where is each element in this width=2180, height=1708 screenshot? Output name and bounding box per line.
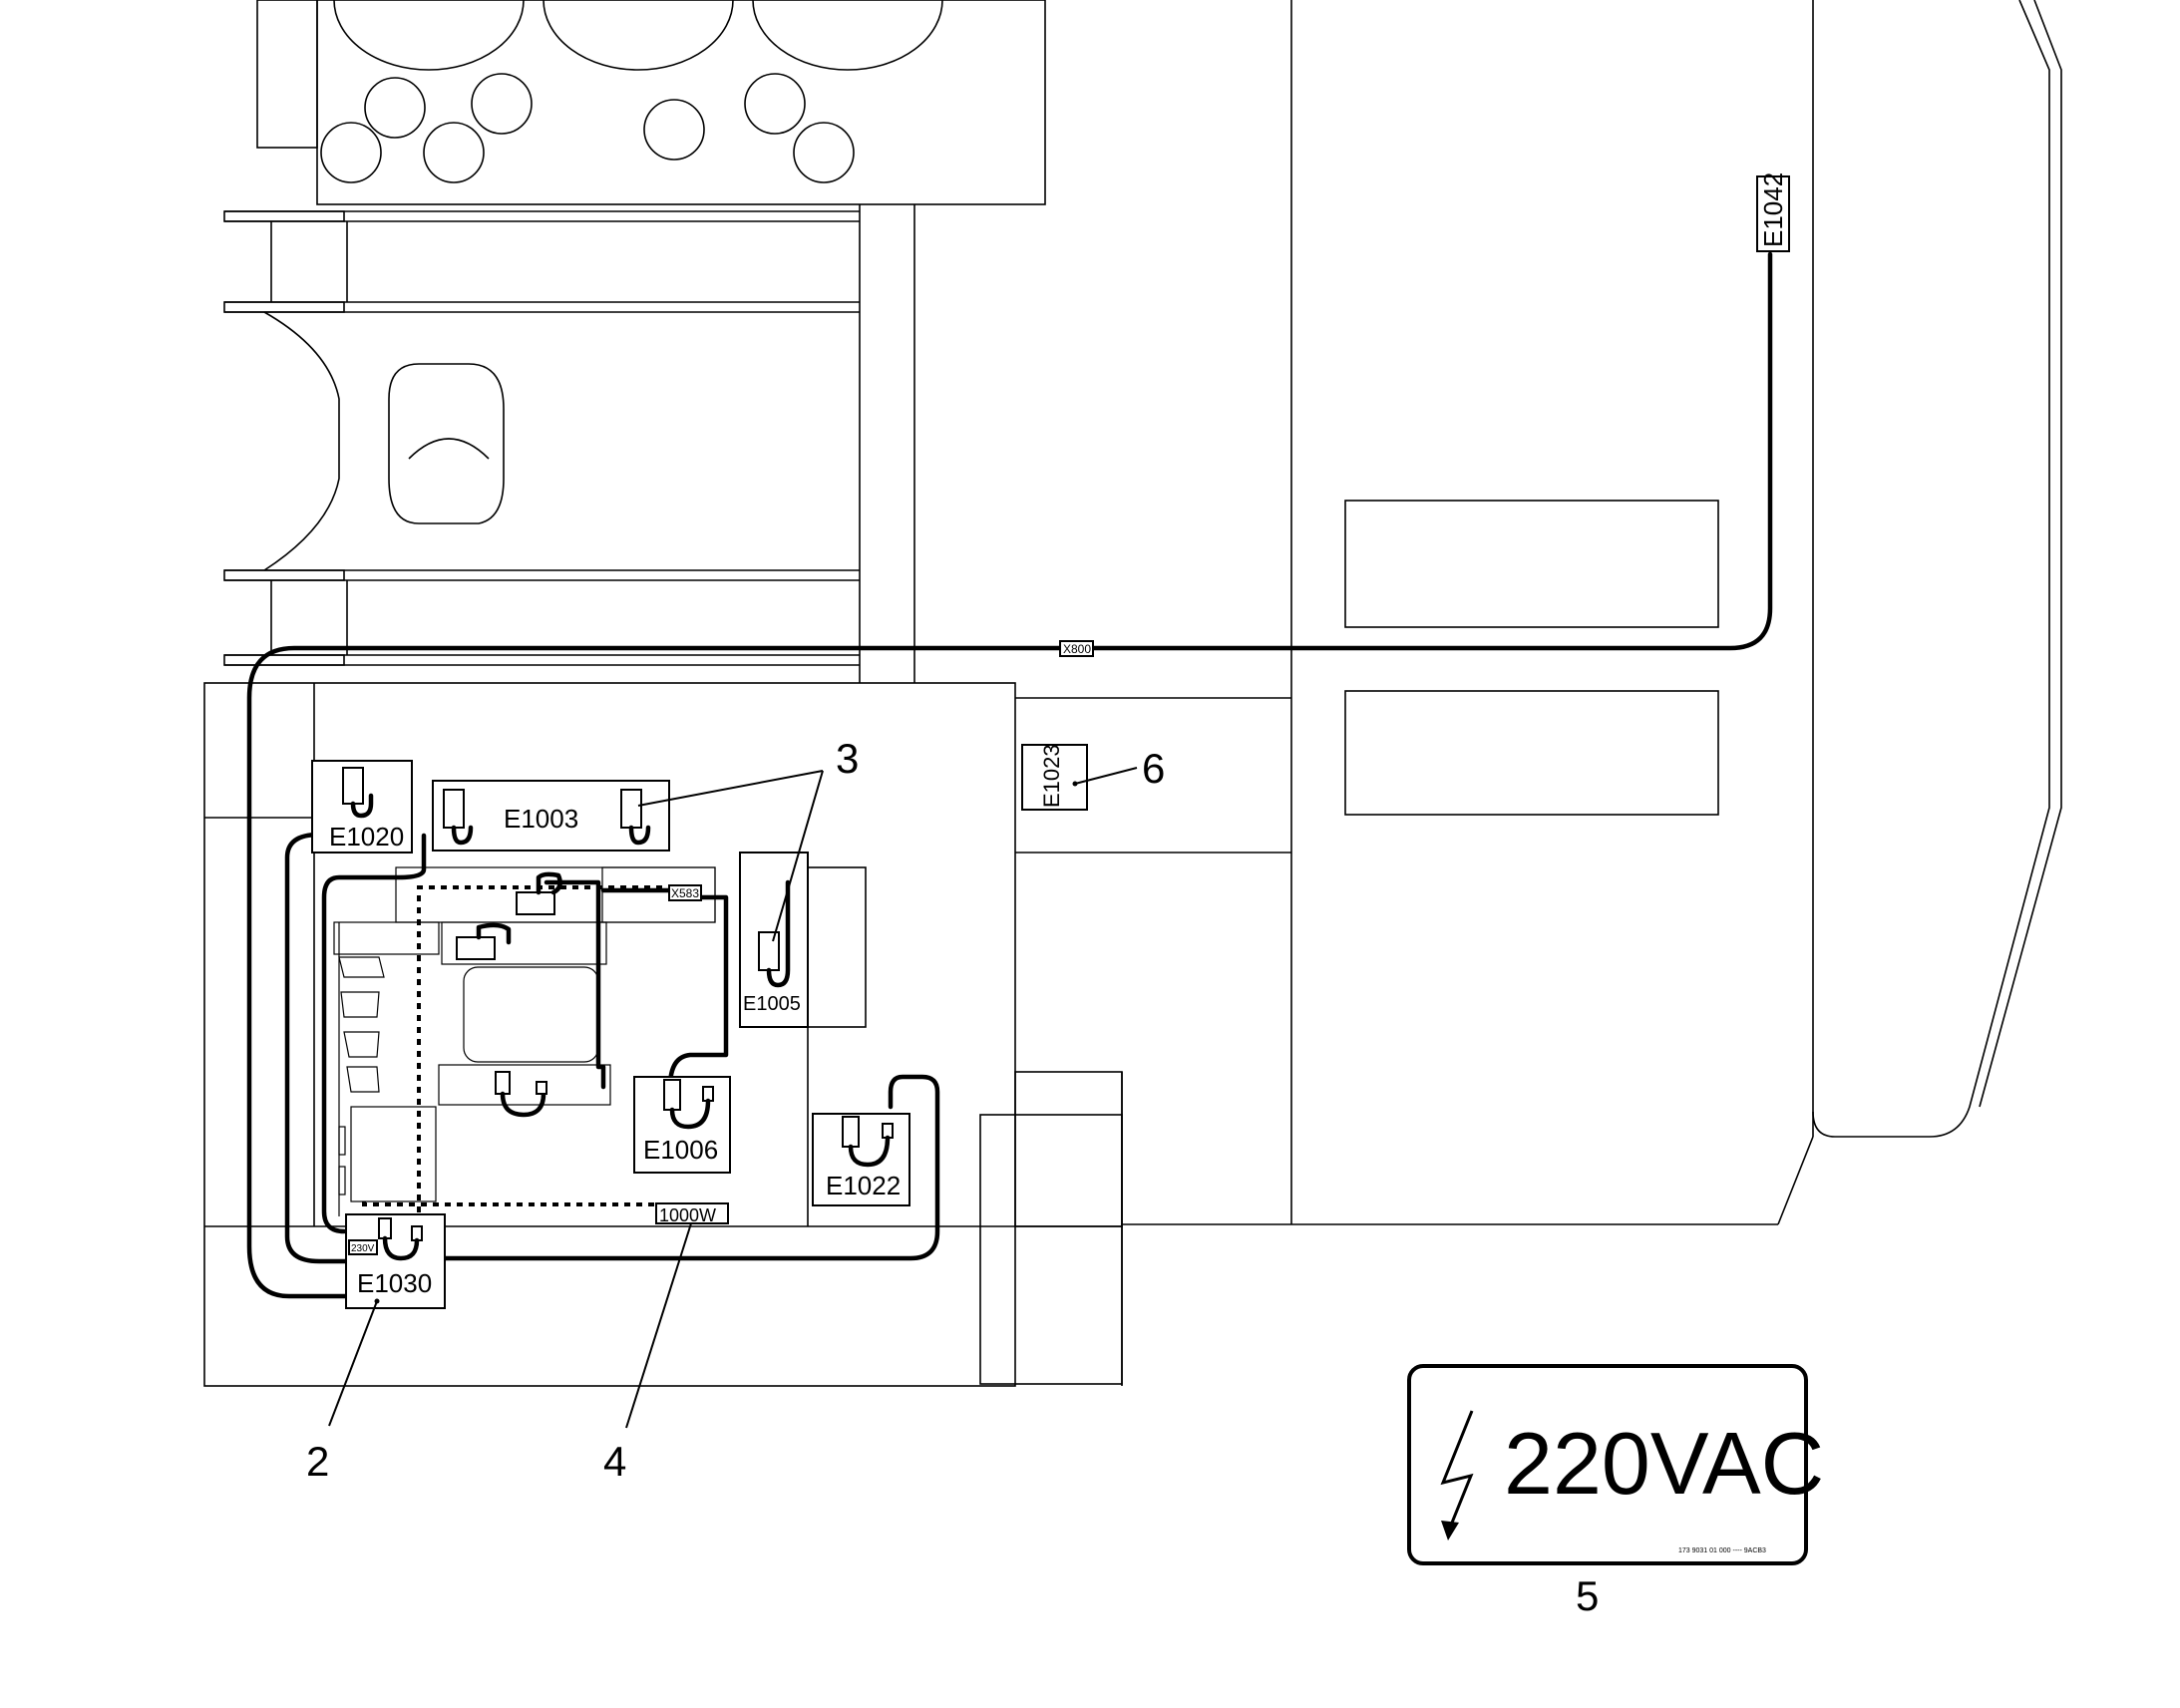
machine-outline bbox=[203, 0, 2062, 1387]
x583-connector: X583 bbox=[668, 884, 702, 901]
x800-connector: X800 bbox=[1059, 640, 1094, 657]
callout-5: 5 bbox=[1576, 1572, 1599, 1619]
lightning-bolt-icon bbox=[1440, 1410, 1474, 1534]
control-unit-lower bbox=[456, 922, 512, 960]
e1003-component: E1003 bbox=[432, 780, 670, 852]
e1005-label: E1005 bbox=[743, 993, 801, 1015]
callout-4: 4 bbox=[603, 1438, 626, 1485]
leader-lines bbox=[328, 767, 1138, 1429]
x800-label: X800 bbox=[1063, 642, 1091, 656]
e1042-label: E1042 bbox=[1758, 172, 1788, 247]
heater-1000w-label: 1000W bbox=[659, 1205, 716, 1225]
main-harness-cable bbox=[246, 251, 1773, 1299]
callout-6: 6 bbox=[1142, 745, 1165, 792]
e1022-component: E1022 bbox=[812, 1113, 910, 1206]
e1030-label: E1030 bbox=[357, 1268, 432, 1298]
middle-unit-cable bbox=[544, 879, 606, 1090]
e1006-cable bbox=[600, 887, 729, 1090]
cables bbox=[246, 251, 1773, 1299]
e1020-feed-cable bbox=[284, 832, 352, 1264]
e1006-component: E1006 bbox=[633, 1076, 731, 1174]
plate-fine-print: 173 9031 01 000 ---- 9ACB3 bbox=[1678, 1547, 1766, 1554]
heater-1000w: 1000W bbox=[655, 1202, 729, 1225]
e1030-component: 230V E1030 bbox=[345, 1213, 446, 1309]
e1022-label: E1022 bbox=[826, 1171, 901, 1200]
callouts: 2 3 4 5 6 bbox=[306, 735, 1599, 1619]
e1023-component: E1023 bbox=[1021, 744, 1088, 811]
x583-label: X583 bbox=[671, 886, 699, 900]
cab-interior bbox=[333, 866, 716, 1216]
voltage-label-plate: 220VAC 173 9031 01 000 ---- 9ACB3 bbox=[1407, 1364, 1824, 1565]
socket-lower-middle bbox=[495, 1071, 547, 1118]
e1006-label: E1006 bbox=[643, 1135, 718, 1165]
e1020-label: E1020 bbox=[329, 822, 404, 852]
components: E1042 X800 E1020 E1003 X583 bbox=[311, 172, 1790, 1309]
e1042-component: E1042 bbox=[1756, 172, 1790, 252]
control-unit-upper bbox=[516, 871, 562, 915]
e1020-component: E1020 bbox=[311, 760, 413, 854]
e1003-feed-cable bbox=[321, 833, 427, 1234]
v230-label: 230V bbox=[351, 1243, 375, 1254]
e1023-label: E1023 bbox=[1039, 744, 1064, 808]
callout-2: 2 bbox=[306, 1438, 329, 1485]
voltage-text: 220VAC bbox=[1504, 1414, 1824, 1513]
e1003-label: E1003 bbox=[504, 804, 578, 834]
dashed-heater-loop bbox=[362, 885, 663, 1236]
callout-3: 3 bbox=[836, 735, 859, 782]
